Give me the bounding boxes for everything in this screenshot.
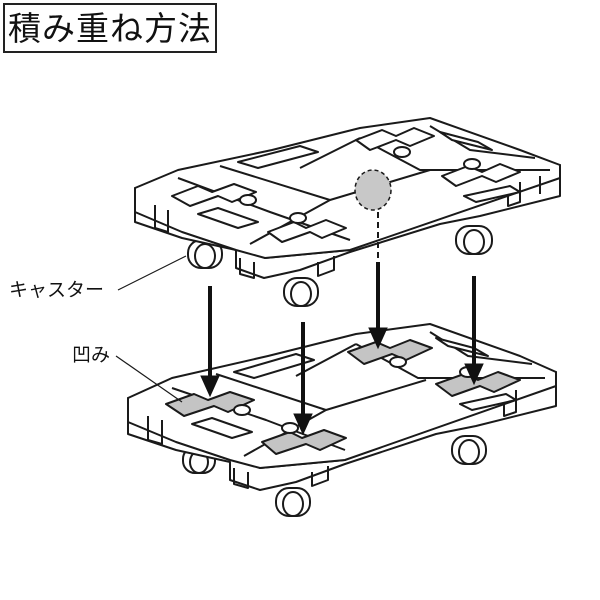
upper-dolly	[134, 117, 561, 307]
lower-caster-wheel	[275, 487, 311, 517]
upper-recess	[355, 127, 435, 151]
stacking-arrows	[200, 262, 484, 436]
recess-leader-line	[115, 355, 183, 403]
lower-recess	[347, 339, 433, 365]
upper-recess	[171, 183, 257, 207]
lower-recess	[165, 391, 255, 417]
title-frame: 積み重ね方法	[3, 3, 217, 53]
caster-label: キャスター	[9, 279, 105, 301]
lower-recess	[261, 429, 347, 455]
lower-caster-wheel	[451, 435, 487, 465]
lower-dolly	[127, 323, 557, 517]
diagram-title: 積み重ね方法	[8, 8, 212, 48]
down-arrow	[293, 322, 313, 436]
caster-leader-line	[117, 255, 187, 291]
upper-caster-wheel	[283, 277, 319, 307]
caster-position-marker	[354, 169, 392, 211]
upper-caster-wheel	[187, 239, 223, 269]
recess-label: 凹み	[72, 344, 111, 366]
upper-caster-wheel	[455, 225, 493, 255]
down-arrow	[368, 262, 388, 350]
down-arrow	[200, 286, 220, 398]
down-arrow	[464, 276, 484, 386]
